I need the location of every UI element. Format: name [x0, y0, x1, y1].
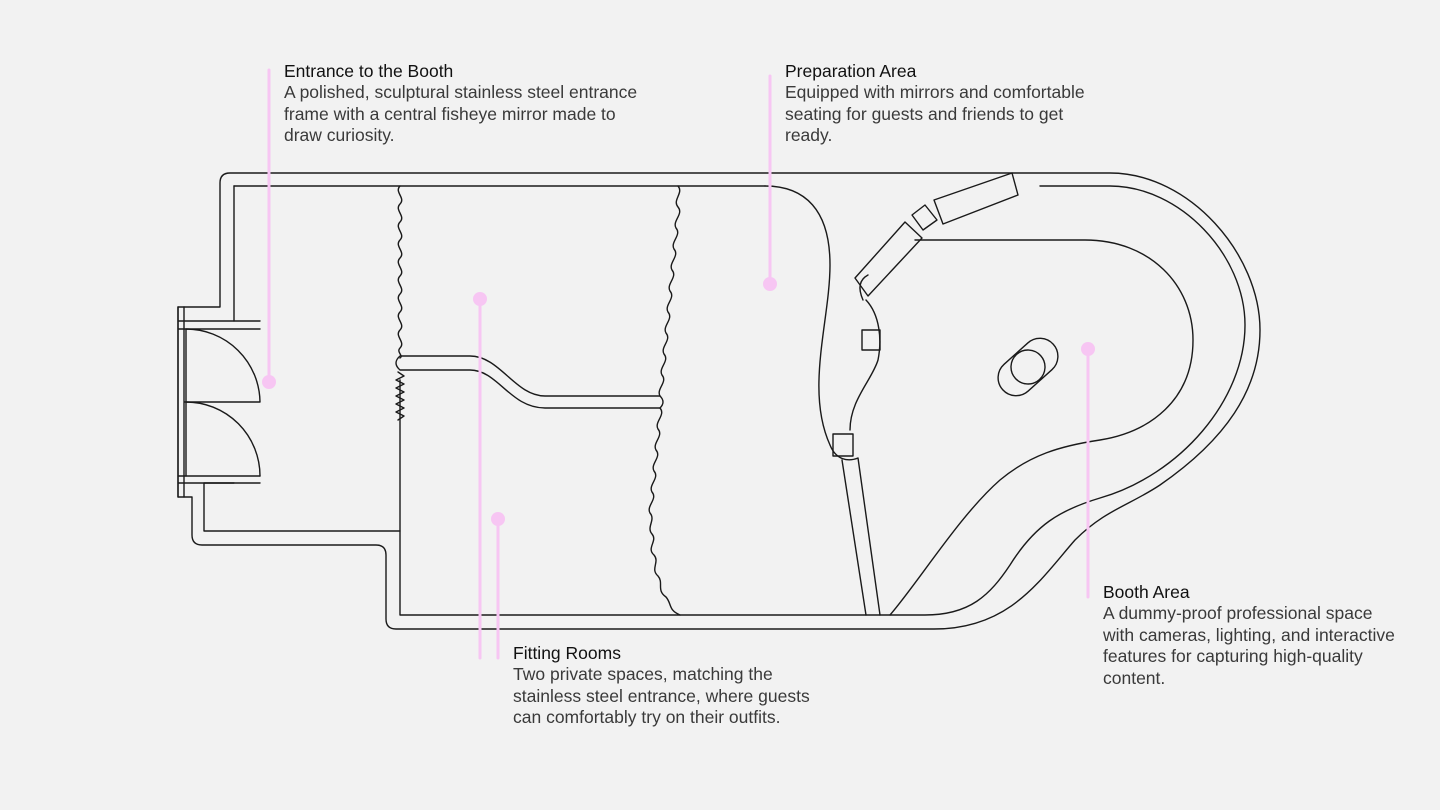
preparation-callout: Preparation Area Equipped with mirrors a…	[785, 60, 1085, 147]
preparation-title: Preparation Area	[785, 61, 917, 81]
fitting-marker-2	[491, 512, 505, 526]
fitting-title: Fitting Rooms	[513, 643, 621, 663]
entrance-title: Entrance to the Booth	[284, 61, 454, 81]
entrance-marker	[262, 375, 276, 389]
entrance-callout: Entrance to the Booth A polished, sculpt…	[284, 60, 644, 147]
right-curtain	[648, 185, 681, 616]
fitting-divider	[395, 355, 664, 409]
bench-2	[911, 204, 938, 231]
door-swing-lower	[185, 401, 261, 477]
outer-wall	[177, 172, 1261, 630]
entrance-frame	[177, 306, 261, 498]
door-swing-upper	[185, 328, 261, 403]
preparation-description: Equipped with mirrors and comfortable se…	[785, 82, 1085, 146]
left-zigzag	[395, 371, 405, 421]
booth-description: A dummy-proof professional space with ca…	[1103, 603, 1395, 689]
camera-icon	[997, 337, 1059, 397]
mirror-box-1	[861, 329, 881, 351]
inner-wall	[203, 185, 1246, 616]
preparation-wall	[764, 185, 881, 616]
fitting-description: Two private spaces, matching the stainle…	[513, 664, 810, 728]
bench-3	[933, 172, 1019, 225]
mirror-box-2	[832, 433, 854, 457]
booth-callout: Booth Area A dummy-proof professional sp…	[1103, 581, 1403, 690]
booth-marker	[1081, 342, 1095, 356]
left-curtain	[397, 185, 403, 359]
fitting-callout: Fitting Rooms Two private spaces, matchi…	[513, 642, 823, 729]
booth-inner-curve	[889, 239, 1194, 616]
fitting-marker-1	[473, 292, 487, 306]
entrance-description: A polished, sculptural stainless steel e…	[284, 82, 638, 146]
booth-title: Booth Area	[1103, 582, 1190, 602]
preparation-marker	[763, 277, 777, 291]
bench-1	[854, 221, 923, 297]
